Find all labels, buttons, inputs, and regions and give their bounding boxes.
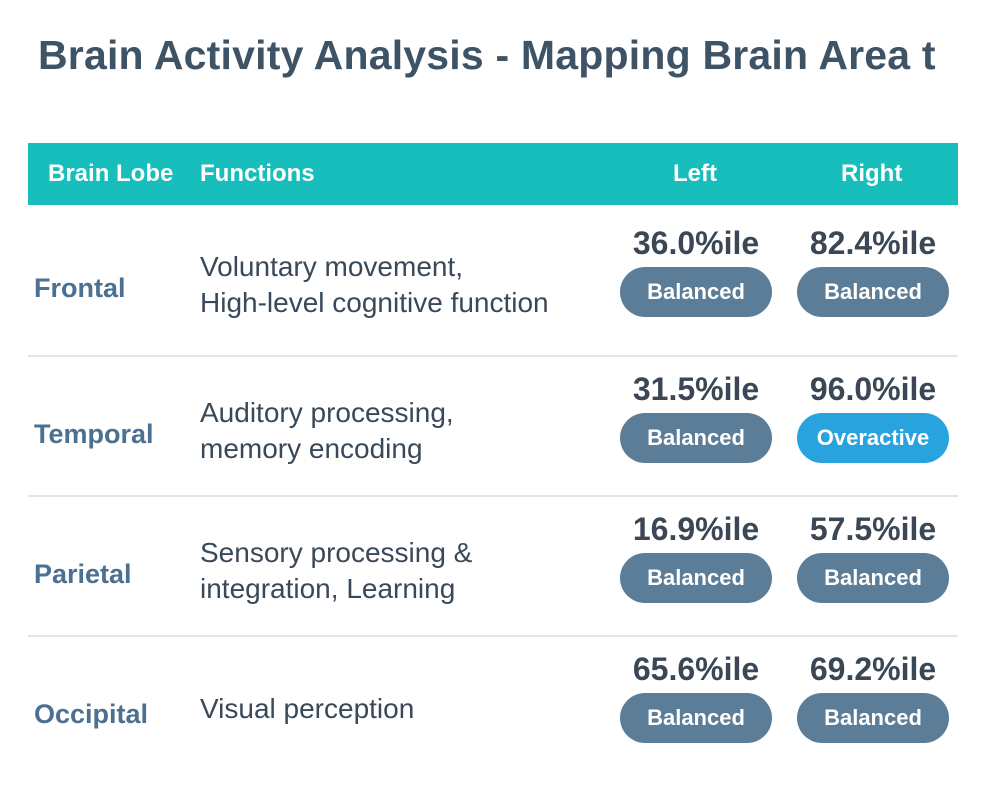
left-status-badge: Balanced: [620, 413, 772, 463]
left-hemisphere-cell: 65.6%ile Balanced: [616, 651, 776, 743]
right-status-badge: Balanced: [797, 693, 949, 743]
right-percentile: 57.5%ile: [809, 511, 937, 547]
function-line-2: integration, Learning: [200, 573, 456, 604]
brain-lobe-table: Brain Lobe Functions Left Right Frontal …: [28, 143, 958, 777]
lobe-functions: Voluntary movement, High-level cognitive…: [200, 249, 549, 321]
function-line-2: High-level cognitive function: [200, 287, 549, 318]
right-percentile: 96.0%ile: [809, 371, 937, 407]
right-status-badge: Balanced: [797, 553, 949, 603]
left-hemisphere-cell: 36.0%ile Balanced: [616, 225, 776, 317]
function-line-1: Visual perception: [200, 693, 415, 724]
left-hemisphere-cell: 16.9%ile Balanced: [616, 511, 776, 603]
left-status-badge: Balanced: [620, 693, 772, 743]
left-percentile: 65.6%ile: [632, 651, 760, 687]
right-hemisphere-cell: 57.5%ile Balanced: [793, 511, 953, 603]
left-hemisphere-cell: 31.5%ile Balanced: [616, 371, 776, 463]
table-row-temporal: Temporal Auditory processing, memory enc…: [28, 357, 958, 497]
table-row-parietal: Parietal Sensory processing & integratio…: [28, 497, 958, 637]
lobe-name: Parietal: [34, 559, 132, 589]
header-functions: Functions: [200, 160, 315, 187]
header-left: Left: [673, 160, 717, 187]
lobe-functions: Auditory processing, memory encoding: [200, 395, 454, 467]
right-hemisphere-cell: 69.2%ile Balanced: [793, 651, 953, 743]
right-percentile: 82.4%ile: [809, 225, 937, 261]
function-line-2: memory encoding: [200, 433, 423, 464]
table-header: Brain Lobe Functions Left Right: [28, 143, 958, 205]
function-line-1: Sensory processing &: [200, 537, 473, 568]
lobe-functions: Visual perception: [200, 691, 414, 727]
table-row-occipital: Occipital Visual perception 65.6%ile Bal…: [28, 637, 958, 777]
left-status-badge: Balanced: [620, 267, 772, 317]
left-percentile: 31.5%ile: [632, 371, 760, 407]
right-hemisphere-cell: 96.0%ile Overactive: [793, 371, 953, 463]
lobe-name: Occipital: [34, 699, 149, 729]
right-status-badge: Overactive: [797, 413, 949, 463]
function-line-1: Voluntary movement,: [200, 251, 464, 282]
function-line-1: Auditory processing,: [200, 397, 454, 428]
left-status-badge: Balanced: [620, 553, 772, 603]
table-row-frontal: Frontal Voluntary movement, High-level c…: [28, 205, 958, 357]
right-percentile: 69.2%ile: [809, 651, 937, 687]
right-hemisphere-cell: 82.4%ile Balanced: [793, 225, 953, 317]
page-title: Brain Activity Analysis - Mapping Brain …: [38, 32, 936, 78]
lobe-name: Frontal: [34, 273, 126, 303]
right-status-badge: Balanced: [797, 267, 949, 317]
lobe-functions: Sensory processing & integration, Learni…: [200, 535, 472, 607]
left-percentile: 16.9%ile: [632, 511, 760, 547]
header-brain-lobe: Brain Lobe: [48, 160, 174, 187]
header-right: Right: [841, 160, 903, 187]
left-percentile: 36.0%ile: [632, 225, 760, 261]
lobe-name: Temporal: [34, 419, 154, 449]
